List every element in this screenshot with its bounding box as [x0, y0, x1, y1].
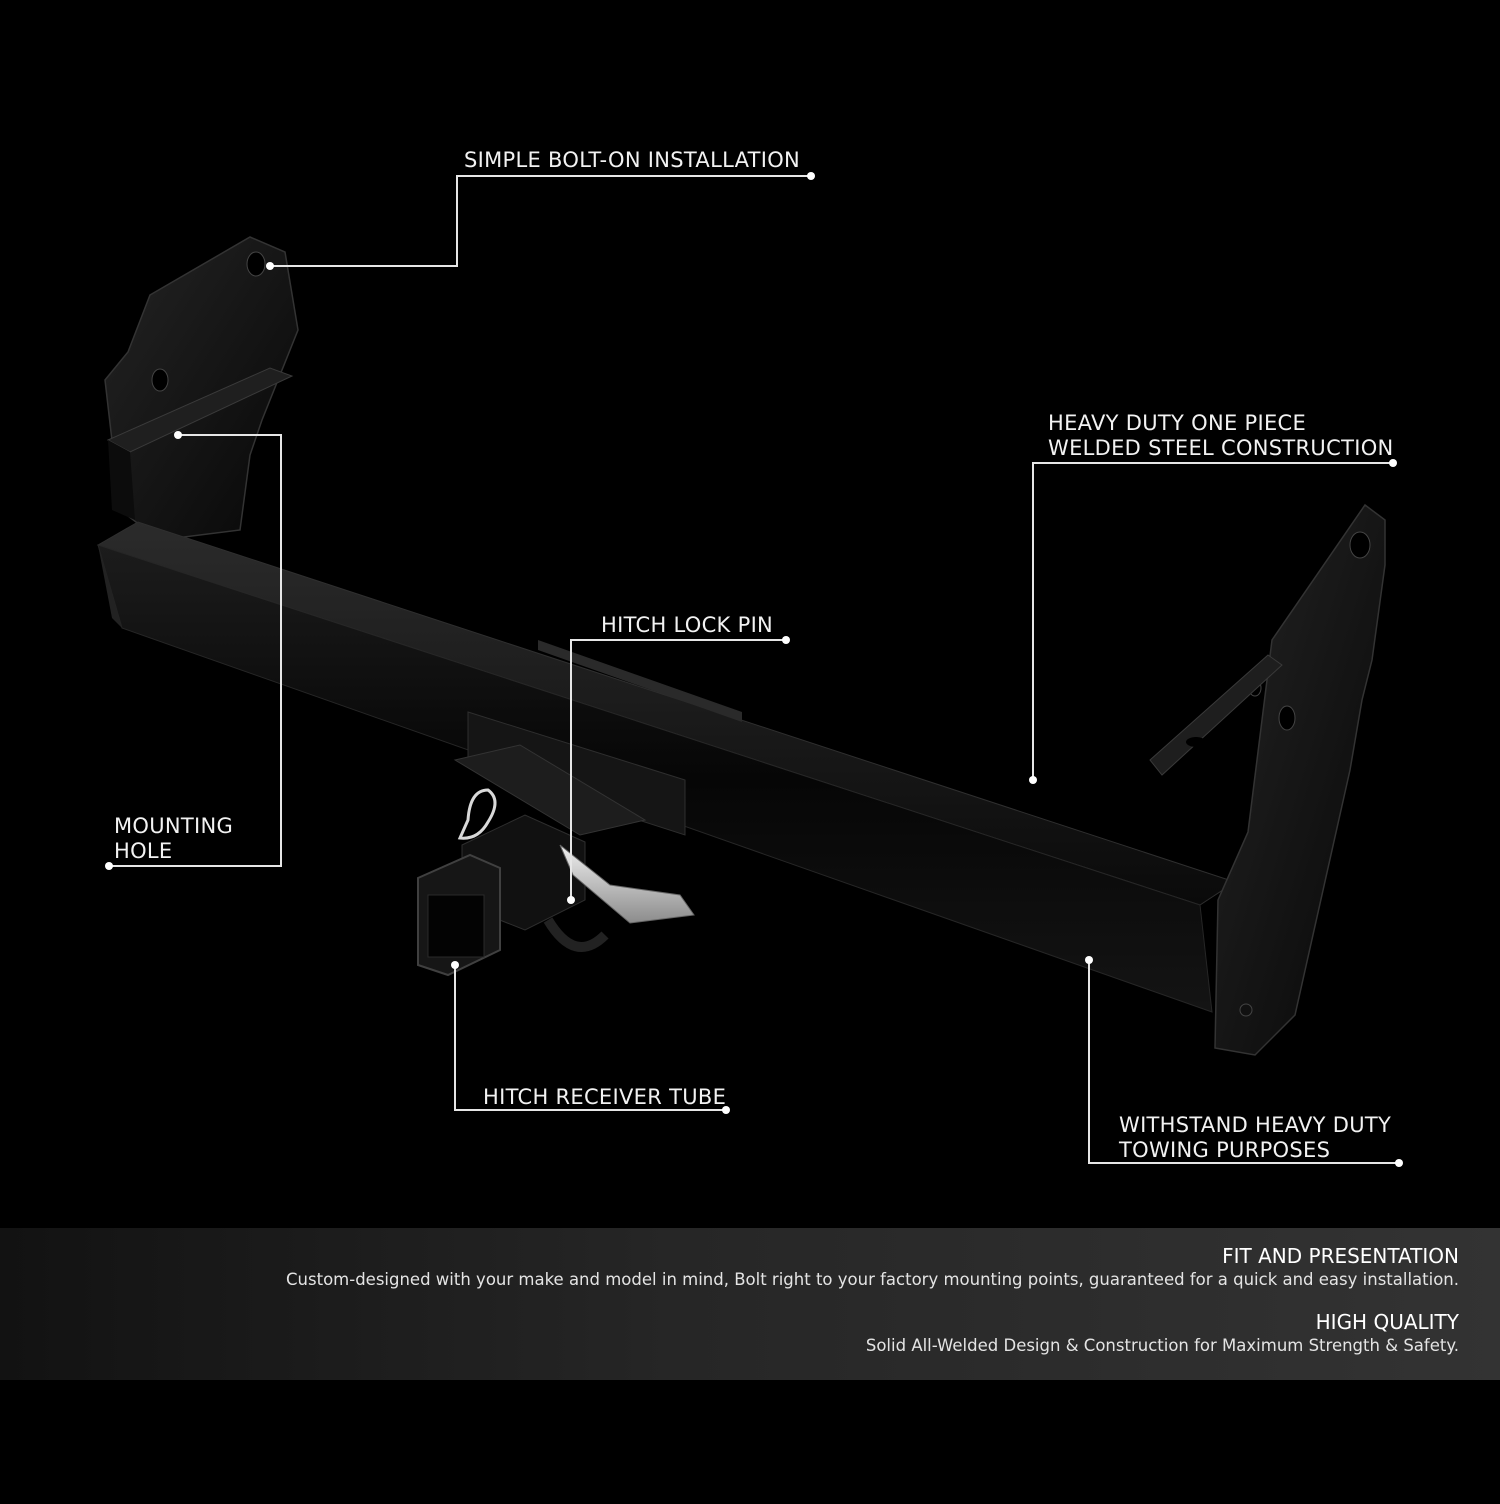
callout-lock-pin: HITCH LOCK PIN: [601, 613, 774, 637]
mounting-hole-upper-right: [1349, 531, 1371, 559]
leader-heavy-duty: [1032, 462, 1393, 780]
callout-dot: [1029, 776, 1037, 784]
quality-text: Solid All-Welded Design & Construction f…: [865, 1336, 1459, 1355]
leader-mounting-hole: [109, 434, 282, 867]
mounting-hole-lower-left: [151, 368, 169, 392]
right-mounting-bracket: [1149, 503, 1386, 1056]
feature-panel: FIT AND PRESENTATION Custom-designed wit…: [0, 1228, 1500, 1380]
callout-mounting-hole: MOUNTING HOLE: [114, 814, 233, 864]
callout-dot: [266, 262, 274, 270]
callout-dot: [1085, 956, 1093, 964]
callout-dot: [1389, 459, 1397, 467]
callout-heavy-duty-line1: HEAVY DUTY ONE PIECE: [1048, 411, 1307, 435]
callout-lines: [109, 175, 1399, 1164]
mounting-hole-lower-right: [1278, 705, 1296, 731]
callout-towing-line2: TOWING PURPOSES: [1119, 1138, 1331, 1162]
callout-mounting-hole-line2: HOLE: [114, 839, 173, 863]
callout-heavy-duty: HEAVY DUTY ONE PIECE WELDED STEEL CONSTR…: [1048, 411, 1394, 461]
callout-dot: [807, 172, 815, 180]
callout-dot: [105, 862, 113, 870]
callout-mounting-hole-line1: MOUNTING: [114, 814, 234, 838]
leader-bolt-on: [270, 175, 811, 267]
leader-lock-pin: [570, 639, 786, 900]
callout-heavy-duty-line2: WELDED STEEL CONSTRUCTION: [1048, 436, 1394, 460]
fit-text: Custom-designed with your make and model…: [286, 1270, 1459, 1289]
fit-title: FIT AND PRESENTATION: [1222, 1244, 1459, 1268]
quality-title: HIGH QUALITY: [1315, 1310, 1459, 1334]
callout-dot: [567, 896, 575, 904]
receiver-opening: [427, 894, 485, 958]
main-cross-tube: [96, 521, 1237, 1013]
callout-dots: [105, 172, 1403, 1167]
hitch-lock-pin: [559, 844, 695, 924]
mounting-hole-upper-left: [246, 251, 266, 277]
callout-towing: WITHSTAND HEAVY DUTY TOWING PURPOSES: [1119, 1113, 1391, 1163]
left-mounting-bracket: [104, 236, 299, 541]
callout-dot: [451, 961, 459, 969]
callout-receiver-tube: HITCH RECEIVER TUBE: [483, 1085, 727, 1109]
hitch-pin-clip: [457, 788, 497, 840]
callout-dot: [782, 636, 790, 644]
callout-dot: [1395, 1159, 1403, 1167]
leader-towing: [1088, 960, 1399, 1164]
leader-receiver-tube: [454, 965, 726, 1111]
callout-bolt-on: SIMPLE BOLT-ON INSTALLATION: [464, 148, 801, 172]
callout-towing-line1: WITHSTAND HEAVY DUTY: [1119, 1113, 1392, 1137]
receiver-assembly: [417, 640, 742, 977]
callout-dot: [722, 1106, 730, 1114]
callout-dot: [174, 431, 182, 439]
